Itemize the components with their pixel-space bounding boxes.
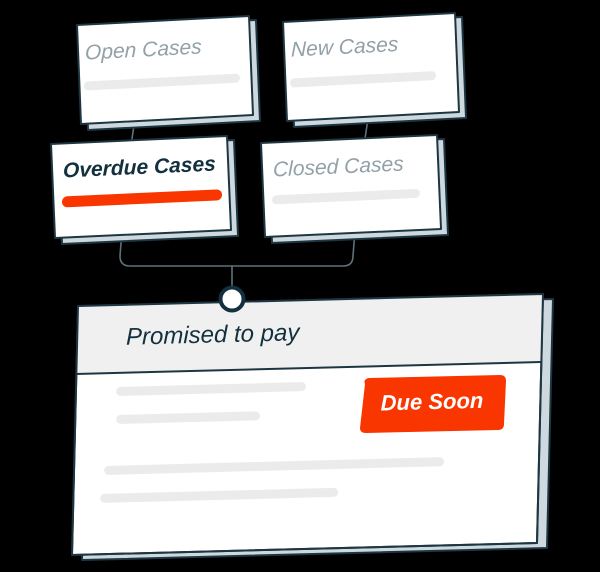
junction-node-icon: [218, 285, 246, 313]
panel-body-line-2: [116, 411, 261, 424]
panel-header-divider: [75, 361, 542, 375]
card-open-cases[interactable]: Open Cases: [76, 15, 261, 131]
card-new-cases-label: New Cases: [291, 33, 399, 62]
card-new-cases-bar: [290, 71, 436, 88]
card-open-cases-bar: [84, 73, 240, 91]
card-new-cases[interactable]: New Cases: [282, 12, 467, 128]
due-soon-badge-shape: [360, 375, 506, 433]
panel-face-outline: [71, 293, 544, 556]
card-overdue-cases[interactable]: Overdue Cases: [50, 135, 239, 245]
panel-title: Promised to pay: [126, 319, 301, 351]
due-soon-badge-label: Due Soon: [381, 388, 484, 416]
card-new-cases-face: [282, 12, 460, 122]
panel-header: [76, 294, 543, 374]
card-overdue-cases-face: [50, 135, 232, 239]
panel-body-line-1: [116, 382, 307, 396]
card-closed-cases[interactable]: Closed Cases: [260, 134, 449, 244]
panel-body-line-3: [104, 457, 445, 475]
card-closed-cases-face: [260, 134, 442, 238]
card-overdue-cases-bar: [62, 189, 222, 208]
card-closed-cases-bar: [272, 188, 420, 205]
connector-closed-to-junction: [232, 229, 356, 267]
panel-body: [100, 382, 445, 503]
promised-to-pay-panel[interactable]: Promised to pay Due Soon: [71, 293, 554, 561]
panel-body-line-4: [100, 487, 339, 503]
connector-overdue-to-junction: [119, 229, 232, 267]
card-open-cases-face: [76, 15, 254, 125]
due-soon-badge[interactable]: Due Soon: [360, 375, 506, 433]
